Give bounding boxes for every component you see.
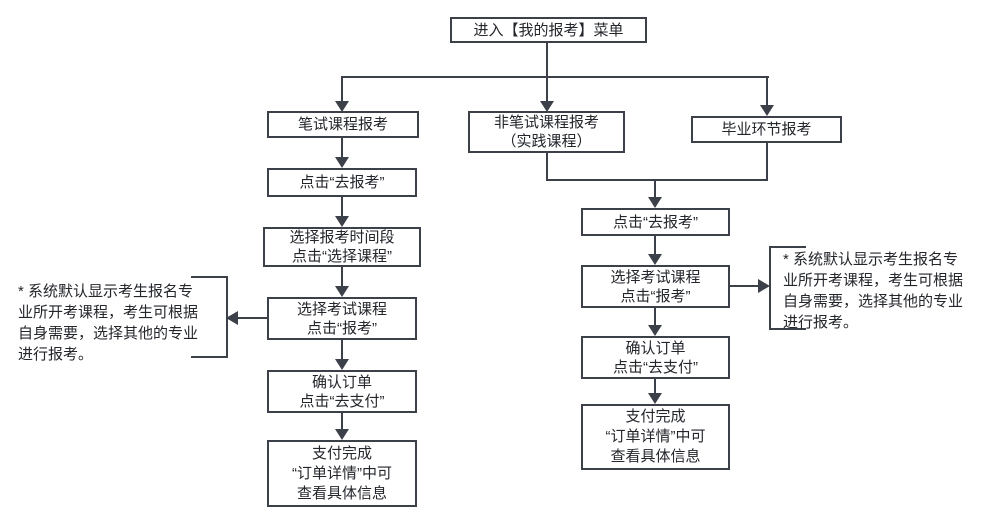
- right-step-4-box: 支付完成 “订单详情”中可 查看具体信息: [581, 404, 730, 470]
- arrow-down-icon: [335, 286, 349, 297]
- arrow-down-icon: [760, 105, 774, 116]
- right-step-3-box: 确认订单 点击“去支付”: [581, 336, 730, 379]
- connector-merge-stub: [654, 179, 656, 199]
- connector-graduation-down: [766, 143, 768, 181]
- right-step-1-box: 点击“去报考”: [581, 208, 730, 236]
- branch-graduation-box: 毕业环节报考: [691, 116, 842, 143]
- arrow-down-icon: [540, 101, 554, 112]
- arrow-down-icon: [335, 429, 349, 440]
- arrow-down-icon: [648, 254, 662, 265]
- left-step-2-box: 选择报考时间段 点击“选择课程”: [263, 227, 421, 267]
- connector-stub-left: [341, 76, 343, 103]
- connector-practical-down: [546, 153, 548, 181]
- arrow-right-icon: [758, 279, 770, 293]
- arrow-down-icon: [335, 359, 349, 370]
- arrow-down-icon: [335, 216, 349, 227]
- left-step-1-box: 点击“去报考”: [267, 168, 417, 197]
- arrow-down-icon: [648, 325, 662, 336]
- connector-merge: [546, 179, 768, 181]
- arrow-down-icon: [648, 393, 662, 404]
- arrow-down-icon: [648, 197, 662, 208]
- left-step-5-box: 支付完成 “订单详情”中可 查看具体信息: [267, 440, 417, 507]
- start-box: 进入【我的报考】菜单: [450, 17, 647, 43]
- bracket-right: [769, 246, 771, 330]
- bracket-left-top-tick: [191, 276, 228, 278]
- bracket-right-bottom-tick: [769, 328, 806, 330]
- connector-right-1: [654, 236, 656, 256]
- branch-practical-box: 非笔试课程报考 （实践课程）: [468, 111, 625, 153]
- branch-written-box: 笔试课程报考: [267, 111, 419, 138]
- connector-left-4: [341, 340, 343, 361]
- connector-note-left: [238, 317, 268, 319]
- connector-left-3: [341, 267, 343, 288]
- connector-right-3: [654, 379, 656, 395]
- connector-left-2: [341, 197, 343, 218]
- note-right: * 系统默认显示考生报名专 业所开考课程，考生可根据 自身需要，选择其他的专业 …: [783, 251, 964, 331]
- arrow-down-icon: [335, 157, 349, 168]
- connector-right-2: [654, 308, 656, 327]
- connector-stub-right: [766, 76, 768, 107]
- left-step-4-box: 确认订单 点击“去支付”: [267, 370, 417, 413]
- arrow-down-icon: [335, 101, 349, 112]
- left-step-3-box: 选择考试课程 点击“报考”: [267, 297, 417, 340]
- connector-distribution: [341, 76, 769, 78]
- bracket-left-bottom-tick: [191, 356, 228, 358]
- connector-start-down: [546, 43, 548, 103]
- bracket-left: [226, 276, 228, 358]
- arrow-left-icon: [226, 311, 238, 325]
- note-left: * 系统默认显示考生报名专 业所开考课程，考生可根据 自身需要，选择其他的专业 …: [18, 283, 199, 363]
- connector-left-5: [341, 413, 343, 431]
- connector-note-right: [730, 285, 760, 287]
- bracket-right-top-tick: [769, 246, 806, 248]
- connector-left-1: [341, 138, 343, 159]
- right-step-2-box: 选择考试课程 点击“报考”: [581, 265, 730, 308]
